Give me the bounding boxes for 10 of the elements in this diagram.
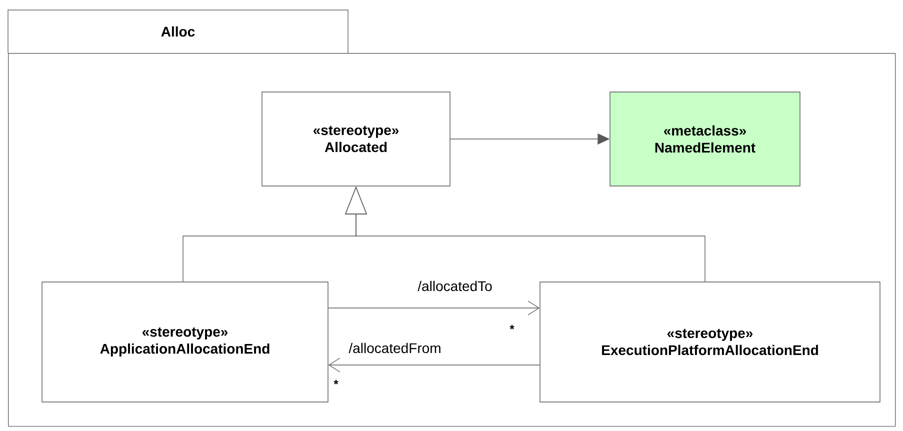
- class-box: «metaclass» NamedElement: [610, 92, 800, 186]
- multiplicity-label: *: [510, 324, 514, 330]
- class-box: «stereotype» ExecutionPlatformAllocationEnd: [540, 282, 880, 402]
- class-box: «stereotype» ApplicationAllocationEnd: [42, 282, 328, 402]
- association-arrow: [328, 300, 540, 316]
- association-arrow: [328, 358, 540, 372]
- edge-label: /allocatedTo: [416, 280, 494, 292]
- edge-label: /allocatedFrom: [348, 342, 442, 354]
- class-box: «stereotype» Allocated: [262, 92, 450, 186]
- node-label: Alloc: [161, 26, 195, 37]
